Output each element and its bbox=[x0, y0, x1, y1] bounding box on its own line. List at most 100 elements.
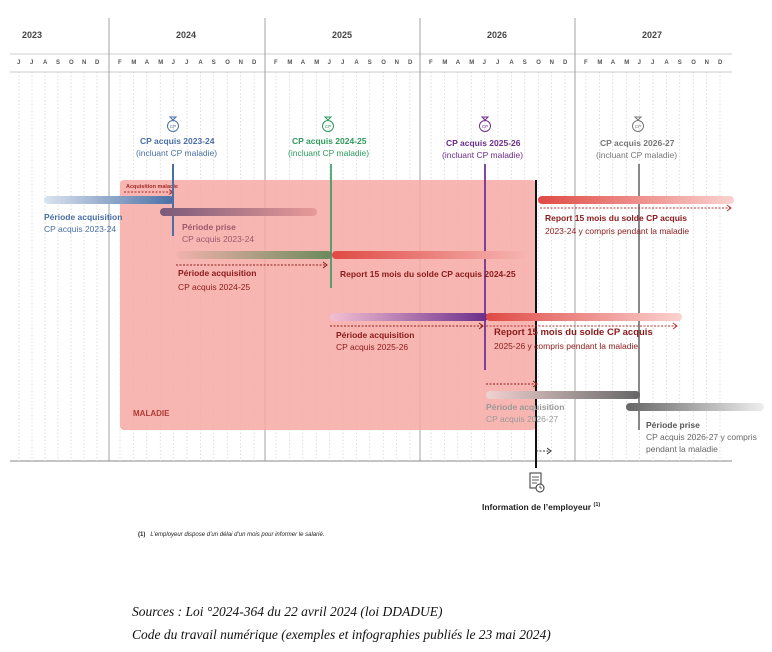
month-label: J bbox=[185, 60, 189, 66]
marker-line-2025-26 bbox=[484, 164, 486, 370]
label-p5-sub: 2023-24 y compris pendant la maladie bbox=[545, 226, 690, 236]
label-p8-sub: CP acquis 2026-27 bbox=[486, 414, 559, 424]
cp-2024-25-sub: (incluant CP maladie) bbox=[288, 148, 370, 158]
month-label: O bbox=[381, 60, 386, 66]
bar-report-2025-26 bbox=[486, 313, 682, 321]
label-p2-sub: CP acquis 2023-24 bbox=[182, 234, 255, 244]
acquisition-maladie-label: Acquisition maladie bbox=[126, 184, 178, 190]
svg-text:CP: CP bbox=[170, 124, 176, 129]
month-label: M bbox=[158, 60, 164, 66]
svg-text:CP: CP bbox=[482, 124, 488, 129]
money-bag-icon: CP bbox=[165, 114, 181, 132]
arrow-acquisition-2024-25 bbox=[176, 261, 328, 269]
label-p6-sub: CP acquis 2025-26 bbox=[336, 342, 409, 352]
month-label: A bbox=[300, 60, 306, 66]
cp-2023-24-sub: (incluant CP maladie) bbox=[136, 148, 218, 158]
money-bag-icon: CP bbox=[477, 114, 493, 132]
money-bag-icon: CP bbox=[320, 114, 336, 132]
label-p7-title: Report 15 mois du solde CP acquis bbox=[494, 327, 653, 338]
month-label: D bbox=[563, 60, 568, 66]
month-label: J bbox=[171, 60, 175, 66]
cp-2026-27-title: CP acquis 2026-27 bbox=[600, 138, 675, 148]
label-p5-title: Report 15 mois du solde CP acquis bbox=[545, 213, 688, 223]
cp-2025-26-sub: (incluant CP maladie) bbox=[442, 150, 524, 160]
label-p6-title: Période acquisition bbox=[336, 330, 415, 340]
arrow-report-2025-26 bbox=[486, 322, 678, 330]
month-label: A bbox=[43, 60, 48, 66]
month-label: M bbox=[624, 60, 630, 66]
label-p1-title: Période acquisition bbox=[44, 212, 123, 222]
year-2025: 2025 bbox=[332, 30, 353, 40]
bar-prise-2026-27 bbox=[626, 403, 764, 411]
sources-line-2: Code du travail numérique (exemples et i… bbox=[132, 627, 551, 642]
month-label: J bbox=[496, 60, 500, 66]
arrow-acquisition-2026-27 bbox=[486, 380, 538, 388]
label-p9-sub2: pendant la maladie bbox=[646, 444, 718, 454]
month-label: A bbox=[610, 60, 616, 66]
month-label: J bbox=[341, 60, 345, 66]
month-label: N bbox=[549, 60, 554, 66]
svg-text:CP: CP bbox=[635, 124, 641, 129]
arrow-report-2023-24 bbox=[540, 204, 732, 212]
month-label: A bbox=[664, 60, 669, 66]
svg-text:CP: CP bbox=[325, 124, 331, 129]
label-p2-title: Période prise bbox=[182, 222, 236, 232]
month-label: D bbox=[95, 60, 100, 66]
label-p9-title: Période prise bbox=[646, 420, 700, 430]
label-p7-sub: 2025-26 y compris pendant la maladie bbox=[494, 341, 639, 351]
maladie-label: MALADIE bbox=[133, 409, 170, 418]
month-label: J bbox=[30, 60, 34, 66]
label-p3-sub: CP acquis 2024-25 bbox=[178, 282, 251, 292]
month-label: D bbox=[718, 60, 723, 66]
month-label: S bbox=[522, 60, 527, 66]
sources-line-1: Sources : Loi °2024-364 du 22 avril 2024… bbox=[132, 604, 443, 619]
month-label: M bbox=[314, 60, 320, 66]
marker-line-2024-25 bbox=[330, 164, 332, 288]
bar-acquisition-2023-24 bbox=[44, 196, 174, 204]
year-2027: 2027 bbox=[642, 30, 663, 40]
month-label: J bbox=[327, 60, 331, 66]
month-label: D bbox=[252, 60, 257, 66]
month-label: O bbox=[691, 60, 696, 66]
cp-2023-24-title: CP acquis 2023-24 bbox=[140, 136, 215, 146]
cp-2025-26-title: CP acquis 2025-26 bbox=[446, 138, 521, 148]
month-label: S bbox=[677, 60, 682, 66]
month-label: J bbox=[17, 60, 21, 66]
month-label: A bbox=[354, 60, 359, 66]
month-label: M bbox=[442, 60, 448, 66]
label-p4-title: Report 15 mois du solde CP acquis 2024-2… bbox=[340, 269, 516, 279]
month-label: S bbox=[211, 60, 216, 66]
label-p1-sub: CP acquis 2023-24 bbox=[44, 224, 117, 234]
month-label: F bbox=[429, 60, 433, 66]
month-label: F bbox=[584, 60, 588, 66]
month-label: M bbox=[469, 60, 475, 66]
month-label: N bbox=[238, 60, 243, 66]
bar-acquisition-2025-26 bbox=[330, 313, 488, 321]
month-label: O bbox=[69, 60, 74, 66]
month-label: D bbox=[408, 60, 413, 66]
maladie-block bbox=[120, 180, 536, 430]
money-bag-icon: CP bbox=[630, 114, 646, 132]
month-label: O bbox=[536, 60, 541, 66]
month-label: N bbox=[82, 60, 87, 66]
month-label: F bbox=[118, 60, 122, 66]
month-label: A bbox=[198, 60, 203, 66]
month-label: J bbox=[637, 60, 641, 66]
bar-report-2024-25 bbox=[332, 251, 528, 259]
month-label: M bbox=[131, 60, 137, 66]
cp-2024-25-title: CP acquis 2024-25 bbox=[292, 136, 367, 146]
month-label: M bbox=[287, 60, 293, 66]
label-p9-sub: CP acquis 2026-27 y compris bbox=[646, 432, 757, 442]
employer-info-line bbox=[535, 180, 537, 468]
arrow-acquisition-2025-26 bbox=[330, 322, 484, 330]
year-2023: 2023 bbox=[22, 30, 43, 40]
document-clock-icon bbox=[528, 472, 546, 494]
year-2024: 2024 bbox=[176, 30, 197, 40]
month-label: A bbox=[455, 60, 461, 66]
bar-report-2023-24 bbox=[538, 196, 734, 204]
label-p8-title: Période acquisition bbox=[486, 402, 565, 412]
month-label: A bbox=[144, 60, 150, 66]
bar-prise-2023-24 bbox=[160, 208, 317, 216]
acquisition-maladie-arrow bbox=[124, 189, 174, 195]
month-label: S bbox=[56, 60, 61, 66]
